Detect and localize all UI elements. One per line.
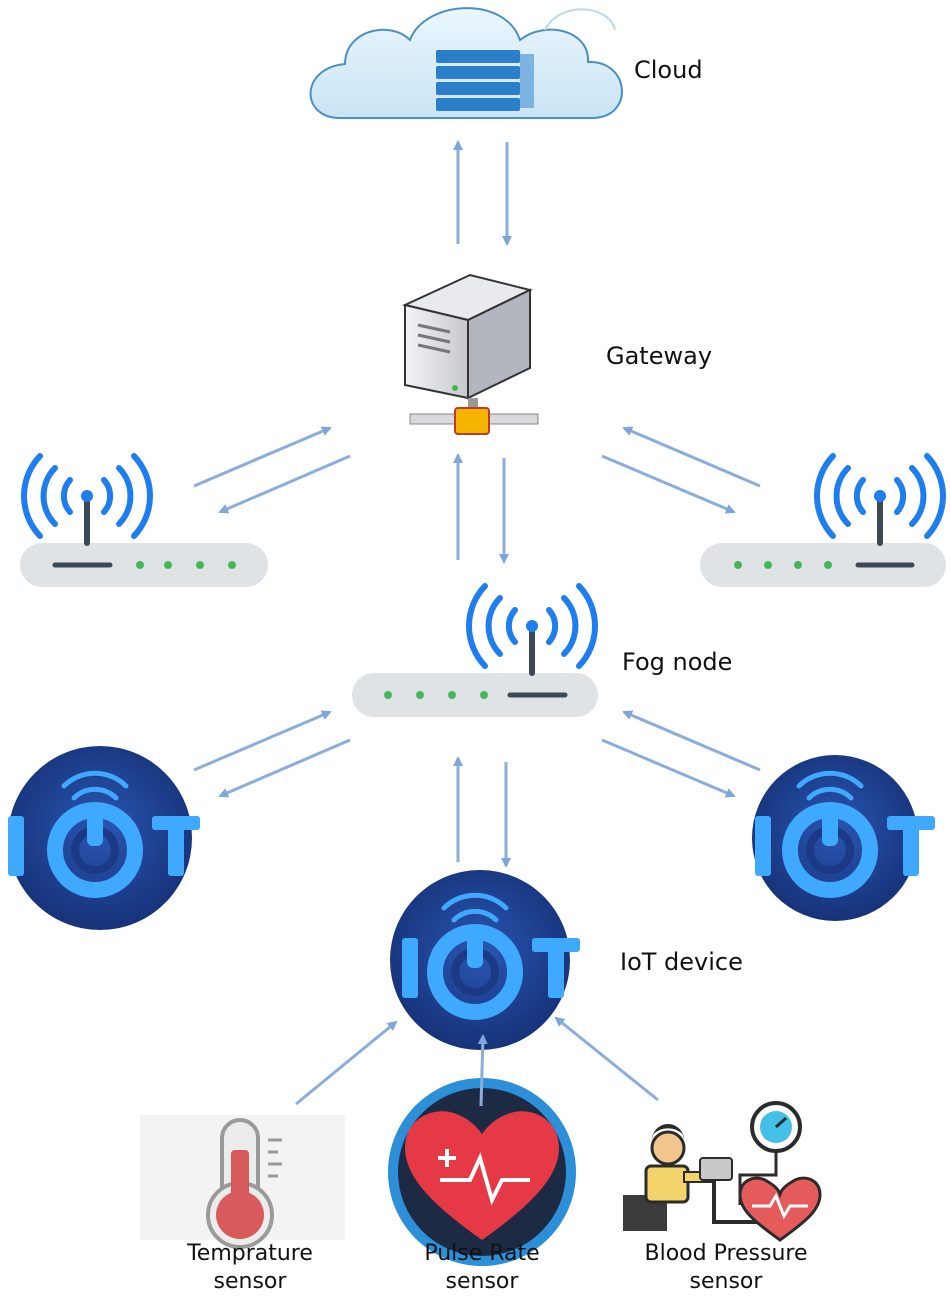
iot-device-center-icon [390,870,580,1050]
database-stack-icon [436,50,534,111]
arrow-right-router-to-gateway [622,426,761,488]
arrow-temperature-to-iot [295,1020,398,1106]
blood-pressure-sensor-label-line1: Blood Pressure [644,1241,808,1266]
arrow-pulse-to-iot [477,1034,488,1107]
blood-pressure-sensor-caption: Blood Pressure sensor [606,1240,846,1296]
arrow-gateway-to-right-router [601,454,736,514]
blood-pressure-sensor-label-line2: sensor [689,1269,763,1294]
wifi-router-right-icon [700,453,946,587]
fog-node-router-icon [352,583,598,717]
pulse-rate-sensor-caption: Pulse Rate sensor [372,1240,592,1296]
iot-device-left-icon [8,746,200,930]
wifi-router-left-icon [20,453,268,587]
temperature-sensor-label-line2: sensor [213,1269,287,1294]
cloud-label: Cloud [634,56,703,84]
gateway-label: Gateway [606,342,712,370]
pulse-rate-sensor-label-line2: sensor [445,1269,519,1294]
arrow-bloodpressure-to-iot [554,1016,659,1102]
cloud-icon [309,7,623,119]
temperature-sensor-label-line1: Temprature [187,1241,313,1266]
heart-pulse-icon [388,1078,576,1266]
blood-pressure-icon [623,1101,822,1242]
gateway-server-icon [401,273,539,435]
iot-device-label: IoT device [620,948,743,976]
arrow-fog-to-right-iot [601,738,736,798]
arrow-gateway-to-left-router [218,454,351,514]
fog-node-label: Fog node [622,648,732,676]
iot-device-right-icon [752,755,935,921]
temperature-sensor-caption: Temprature sensor [140,1240,360,1296]
arrow-fog-to-left-iot [218,738,351,798]
arrow-left-iot-to-fog [193,710,332,772]
arrow-right-iot-to-fog [622,710,761,772]
connection-arrows [193,140,761,1107]
thermometer-icon [140,1115,345,1249]
arrow-left-router-to-gateway [193,426,332,488]
pulse-rate-sensor-label-line1: Pulse Rate [424,1241,540,1266]
